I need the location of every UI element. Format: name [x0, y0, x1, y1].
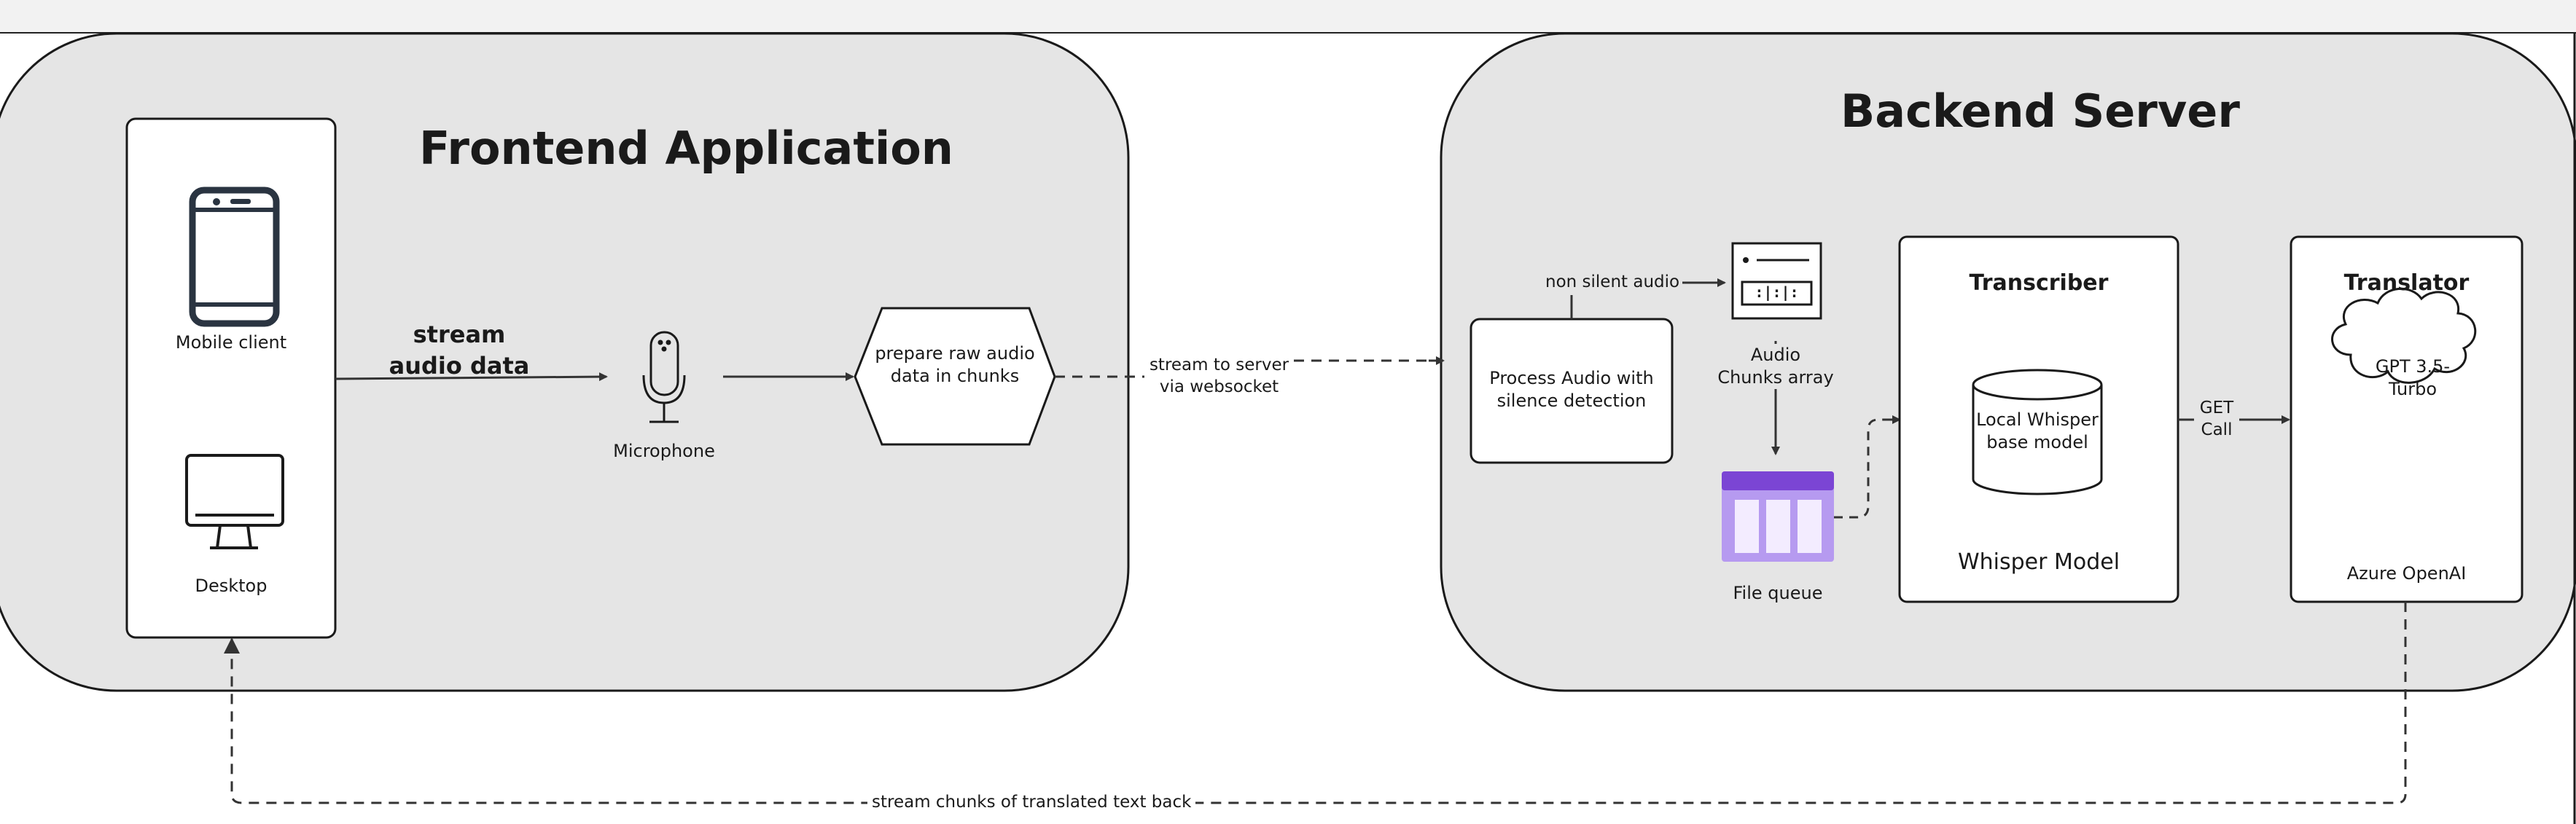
stream-audio-label-line1: stream [413, 321, 506, 348]
gpt-cloud-line2: Turbo [2388, 379, 2437, 400]
translator-title: Translator [2343, 270, 2470, 296]
chunks-icon-text: :|:|: [1755, 283, 1799, 301]
stream-to-server-line1: stream to server [1149, 356, 1289, 374]
audio-chunks-label: Audio Chunks array [1703, 344, 1849, 390]
microphone-label: Microphone [613, 441, 715, 461]
gpt-cloud-line1: GPT 3.5- [2375, 356, 2451, 377]
audio-chunks-array-icon [1731, 242, 1822, 320]
prepare-chunks-label: prepare raw audio data in chunks [867, 342, 1042, 388]
mobile-client-label: Mobile client [175, 332, 287, 353]
websocket-stream-connector [1055, 359, 1440, 378]
process-audio-line2: silence detection [1496, 391, 1647, 412]
desktop-monitor-icon [185, 454, 284, 549]
whisper-db-line2: base model [1986, 432, 2088, 453]
whisper-model-footer: Whisper Model [1957, 549, 2120, 575]
audio-chunks-line1: Audio [1750, 344, 1801, 367]
backend-title: Backend Server [1841, 85, 2240, 138]
client-devices-box [125, 117, 337, 639]
non-silent-audio-label: non silent audio [1542, 272, 1683, 294]
stream-to-server-line2: via websocket [1159, 377, 1279, 396]
file-queue-label: File queue [1733, 583, 1823, 603]
process-audio-label: Process Audio with silence detection [1471, 367, 1672, 412]
audio-chunks-line2: Chunks array [1717, 366, 1834, 390]
stream-to-server-label: stream to server via websocket [1144, 355, 1294, 399]
get-call-label: GET Call [2194, 398, 2239, 442]
desktop-label: Desktop [195, 576, 268, 596]
mobile-phone-icon [189, 187, 280, 327]
return-stream-label: stream chunks of translated text back [867, 792, 1196, 814]
stream-audio-label: stream audio data [386, 319, 532, 382]
process-audio-line1: Process Audio with [1489, 368, 1654, 388]
get-call-line1: GET [2199, 399, 2234, 417]
microphone-icon [642, 331, 686, 423]
gpt-cloud-icon [2331, 288, 2477, 384]
whisper-db-line1: Local Whisper [1976, 409, 2099, 430]
queue-to-transcriber-connector [1834, 418, 1892, 519]
gpt-cloud-label: GPT 3.5- Turbo [2354, 356, 2471, 401]
azure-openai-label: Azure OpenAI [2346, 563, 2467, 584]
whisper-model-db-label: Local Whisper base model [1973, 409, 2101, 454]
get-call-line2: Call [2201, 420, 2233, 439]
frontend-title: Frontend Application [419, 122, 953, 175]
return-stream-connector [230, 602, 2407, 804]
prepare-chunks-label-line2: data in chunks [890, 366, 1020, 387]
transcriber-title: Transcriber [1969, 270, 2109, 296]
database-cylinder-icon [1972, 369, 2103, 495]
prepare-chunks-label-line1: prepare raw audio [875, 343, 1035, 364]
stream-audio-arrow [335, 372, 608, 382]
stream-audio-label-line2: audio data [389, 352, 530, 380]
file-queue-icon [1722, 471, 1834, 562]
canvas-top-bar [0, 0, 2576, 34]
